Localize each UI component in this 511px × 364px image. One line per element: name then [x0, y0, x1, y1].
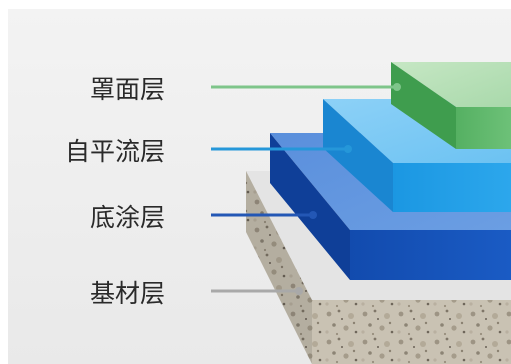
primer-front-face — [350, 230, 511, 280]
leader-dot — [309, 211, 317, 219]
leader-dot — [295, 287, 303, 295]
top-coat-side-face — [391, 62, 456, 149]
leader-top-coat — [211, 83, 401, 91]
label-substrate: 基材层 — [90, 279, 165, 308]
label-self-leveling: 自平流层 — [65, 137, 165, 166]
leader-dot — [344, 145, 352, 153]
self-leveling-front-face — [393, 163, 511, 212]
leader-dot — [393, 83, 401, 91]
leader-substrate — [211, 287, 303, 295]
top-coat-top-face — [391, 62, 511, 107]
layer-top-coat — [391, 62, 511, 149]
substrate-side-shade — [246, 171, 312, 364]
self-leveling-side-face — [323, 99, 393, 212]
label-top-coat: 罩面层 — [90, 75, 165, 104]
leader-primer — [211, 211, 317, 219]
top-coat-front-face — [456, 107, 511, 149]
leader-self-leveling — [211, 145, 352, 153]
primer-side-face — [270, 133, 350, 280]
label-primer: 底涂层 — [90, 203, 165, 232]
substrate-front-face — [312, 300, 511, 364]
substrate-side-face — [246, 171, 312, 364]
